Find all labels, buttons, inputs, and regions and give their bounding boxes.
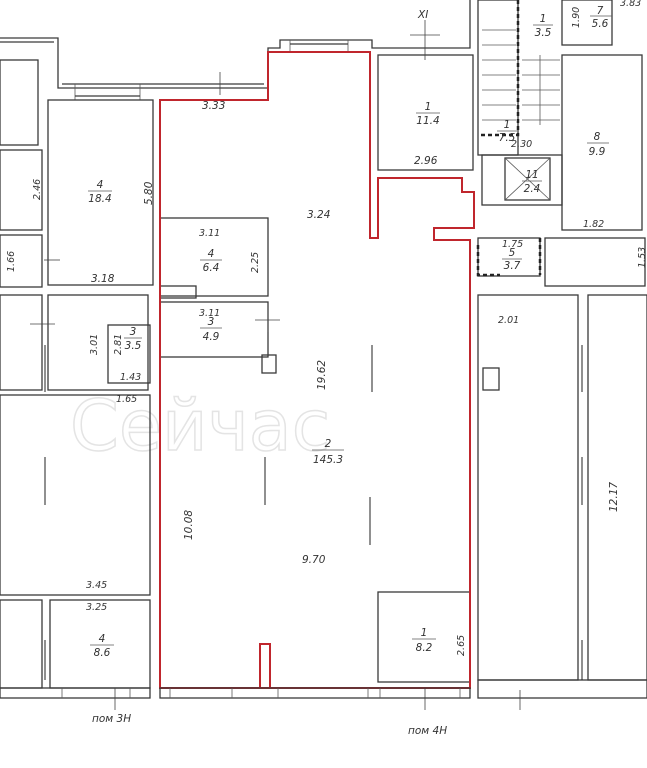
- room-number: 1: [504, 119, 511, 131]
- room-area: 8.2: [416, 642, 433, 654]
- room-area: 9.9: [589, 146, 606, 158]
- room-area: 6.4: [203, 262, 220, 274]
- dimension: 2.81: [113, 334, 124, 355]
- dimension: 10.08: [183, 510, 195, 540]
- room-area: 3.5: [535, 27, 552, 39]
- watermark: Сейчас: [70, 385, 330, 467]
- room-area: 2.4: [524, 183, 541, 195]
- dimension: 3.45: [86, 580, 107, 591]
- dimension: 12.17: [608, 482, 620, 512]
- dimension: 9.70: [302, 554, 326, 566]
- dimension: 1.82: [583, 219, 604, 230]
- room-number: 1: [421, 627, 428, 639]
- premises-label-4n: пом 4Н: [408, 725, 447, 737]
- dimension: 3.18: [91, 273, 115, 285]
- room-number: 1: [540, 13, 547, 25]
- room-number: 11: [525, 169, 538, 181]
- room-area: 18.4: [88, 193, 111, 205]
- building-walls: [0, 0, 647, 699]
- room-number: 4: [99, 633, 106, 645]
- staircase: [482, 29, 560, 125]
- dimension: 1.90: [571, 7, 582, 28]
- room-area: 3.5: [125, 340, 142, 352]
- dimension-labels: 3.33 3.24 2.96 2.30 1.90 1.82 1.75 1.53 …: [6, 0, 647, 656]
- dimension: 1.53: [637, 247, 647, 268]
- room-number: 1: [425, 101, 432, 113]
- room-area: 5.6: [592, 18, 609, 30]
- dimension: 19.62: [316, 360, 328, 390]
- room-area: 7.5: [499, 132, 516, 144]
- dimension: 2.25: [250, 252, 261, 273]
- dimension: 3.24: [307, 209, 330, 221]
- premises-outline: [159, 51, 475, 689]
- bottom-windows: [159, 687, 471, 699]
- dimension: 1.66: [6, 251, 17, 272]
- dimension: 3.25: [86, 602, 107, 613]
- room-area: 4.9: [203, 331, 220, 343]
- room-area: 145.3: [313, 454, 343, 466]
- room-number: 4: [97, 179, 104, 191]
- dimension: 1.65: [116, 394, 137, 405]
- dimension: 2.01: [498, 315, 519, 326]
- dimension: 2.65: [456, 635, 467, 656]
- dimension: 3.33: [202, 100, 225, 112]
- dimension: 2.46: [32, 179, 43, 200]
- dimension: 1.75: [502, 239, 523, 250]
- dimension: 3.11: [199, 228, 220, 239]
- room-number: 8: [594, 131, 601, 143]
- premises-label-3n: пом 3Н: [92, 713, 131, 725]
- dimension: 2.96: [414, 155, 438, 167]
- room-number: 5: [509, 247, 516, 259]
- dimension: 3.11: [199, 308, 220, 319]
- dimension: 1.43: [120, 372, 141, 383]
- dimension: 5.80: [143, 181, 155, 205]
- dimension: 3.83: [620, 0, 641, 9]
- room-area: 3.7: [504, 260, 521, 272]
- room-number: 3: [208, 316, 215, 328]
- room-number: 2: [325, 438, 332, 450]
- dimension: 2.30: [511, 139, 532, 150]
- room-number: 3: [130, 326, 137, 338]
- room-area: 8.6: [94, 647, 111, 659]
- room-number: 7: [597, 5, 604, 17]
- dimension: 3.01: [89, 334, 100, 355]
- axis-label: XI: [417, 9, 428, 21]
- columns: [44, 345, 583, 680]
- room-number: 4: [208, 248, 215, 260]
- room-labels: 1 11.4 1 3.5 7 5.6 8 9.9 1 7.5 11 2.4 5 …: [88, 5, 612, 659]
- room-area: 11.4: [416, 115, 439, 127]
- axis-marks: [30, 20, 521, 710]
